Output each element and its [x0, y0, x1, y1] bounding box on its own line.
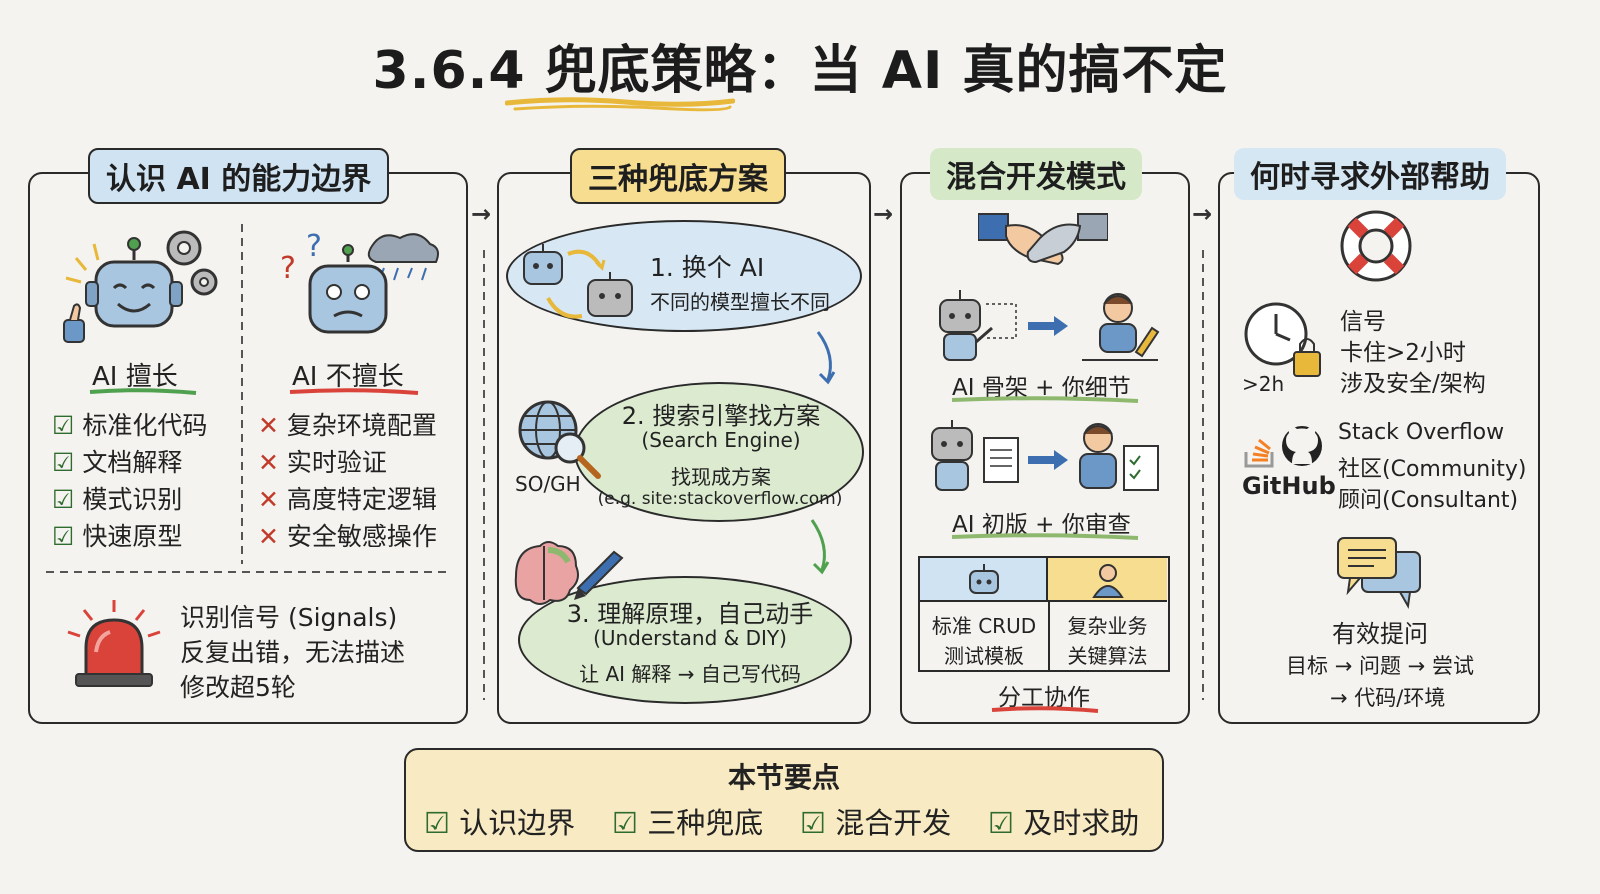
summary-box [404, 748, 1164, 852]
community-line: Stack Overflow [1338, 420, 1505, 445]
page-title: 3.6.4 兜底策略：当 AI 真的搞不定 [372, 41, 1228, 101]
panel2-side-dash [483, 250, 485, 700]
division-table: 标准 CRUD 测试模板 复杂业务 关键算法 [918, 556, 1170, 672]
lifebuoy-icon [1340, 210, 1412, 282]
good-heading: AI 擅长 [92, 362, 178, 392]
good-item: ☑ 标准化代码 [52, 411, 208, 440]
community-line: 顾问(Consultant) [1338, 488, 1519, 513]
option1-heading: 1. 换个 AI [650, 253, 765, 282]
handshake-icon [978, 213, 1108, 266]
check-icon: ☑ [800, 806, 826, 840]
option2-sub: (Search Engine) [641, 428, 801, 452]
table-cell: 复杂业务 [1067, 614, 1148, 638]
github-label: GitHub [1242, 472, 1336, 500]
title-underline [505, 97, 735, 112]
option2-bubble [574, 382, 864, 522]
person-icon [1092, 564, 1124, 598]
option3-heading: 3. 理解原理，自己动手 [566, 600, 814, 628]
bad-item: ✕ 安全敏感操作 [258, 522, 437, 551]
table-header-human [1048, 558, 1167, 602]
signal-line: 修改超5轮 [180, 673, 296, 702]
curve-arrow-icon [810, 519, 830, 575]
summary-item: ☑ 混合开发 [800, 806, 952, 840]
good-item: ☑ 文档解释 [52, 448, 183, 477]
cross-icon: ✕ [258, 522, 279, 551]
community-line: 社区(Community) [1338, 457, 1527, 482]
signal-line: 信号 [1340, 309, 1386, 335]
bad-heading-underline [289, 388, 419, 395]
ask-heading: 有效提问 [1332, 620, 1428, 648]
table-cell: 测试模板 [944, 644, 1024, 668]
option2-example: (e.g. site:stackoverflow.com) [597, 489, 843, 509]
option2-heading: 2. 搜索引擎找方案 [621, 402, 821, 430]
alarm-siren-icon [67, 600, 161, 687]
good-item: ☑ 快速原型 [52, 522, 183, 551]
stackoverflow-github-icon [1244, 426, 1322, 468]
check-icon: ☑ [52, 485, 75, 514]
panel4-title: 何时寻求外部帮助 [1234, 148, 1506, 200]
check-icon: ☑ [988, 806, 1014, 840]
cross-icon: ✕ [258, 448, 279, 477]
column-divider [241, 224, 243, 564]
check-icon: ☑ [52, 411, 75, 440]
signal-line: 涉及安全/架构 [1340, 371, 1486, 397]
check-icon: ☑ [424, 806, 450, 840]
svg-text:?: ? [306, 229, 322, 264]
option3-sub: (Understand & DIY) [593, 626, 787, 650]
signals-heading: 识别信号 (Signals) [180, 603, 398, 632]
ask-line: → 代码/环境 [1330, 686, 1446, 710]
clock-label: >2h [1242, 372, 1285, 396]
flow-arrow-icon: → [873, 200, 894, 228]
good-heading-underline [89, 388, 197, 395]
brain-pen-icon [514, 541, 624, 605]
cross-icon: ✕ [258, 411, 279, 440]
cross-icon: ✕ [258, 485, 279, 514]
draft-review-icon [931, 420, 1159, 491]
table-cell: 关键算法 [1067, 644, 1148, 668]
table-cell: 标准 CRUD [931, 614, 1037, 638]
bad-item: ✕ 实时验证 [258, 448, 387, 477]
swap-robots-icon [523, 244, 633, 319]
table-divider [1048, 602, 1050, 670]
confused-robot-icon: ? ? [280, 229, 439, 334]
summary-item: ☑ 及时求助 [988, 806, 1140, 840]
bad-item: ✕ 高度特定逻辑 [258, 485, 437, 514]
signal-line: 反复出错，无法描述 [180, 638, 406, 667]
robot-icon [969, 564, 999, 594]
signal-line: 卡住>2小时 [1340, 340, 1466, 366]
row2-underline [951, 533, 1139, 540]
robot-to-human-icon [939, 290, 1160, 361]
curve-arrow-icon [816, 331, 836, 385]
panel3-title: 混合开发模式 [930, 148, 1142, 200]
panel2-title: 三种兜底方案 [570, 148, 786, 204]
svg-text:?: ? [280, 251, 296, 286]
table-header-ai [920, 558, 1048, 602]
caption-underline [991, 706, 1099, 713]
flow-arrow-icon: → [1192, 200, 1213, 228]
option3-desc: 让 AI 解释 → 自己写代码 [579, 662, 801, 686]
ask-line: 目标 → 问题 → 尝试 [1286, 654, 1474, 678]
flow-arrow-icon: → [471, 200, 492, 228]
check-icon: ☑ [52, 522, 75, 551]
happy-robot-icon [63, 230, 218, 343]
section-divider [46, 571, 451, 573]
check-icon: ☑ [52, 448, 75, 477]
panel1-title: 认识 AI 的能力边界 [88, 148, 390, 204]
globe-search-icon [518, 400, 601, 479]
option2-desc: 找现成方案 [671, 465, 771, 489]
check-icon: ☑ [612, 806, 638, 840]
option2-icon-label: SO/GH [515, 472, 581, 496]
chat-bubbles-icon [1337, 537, 1421, 610]
summary-title: 本节要点 [727, 761, 840, 794]
good-item: ☑ 模式识别 [52, 485, 183, 514]
panel4-side-dash [1202, 250, 1204, 700]
row1-underline [951, 396, 1139, 403]
clock-lock-icon [1244, 302, 1321, 377]
summary-item: ☑ 三种兜底 [612, 806, 764, 840]
summary-item: ☑ 认识边界 [424, 806, 576, 840]
option3-bubble [518, 576, 852, 704]
option1-desc: 不同的模型擅长不同 [650, 290, 830, 314]
bad-heading: AI 不擅长 [292, 362, 404, 392]
bad-item: ✕ 复杂环境配置 [258, 411, 437, 440]
